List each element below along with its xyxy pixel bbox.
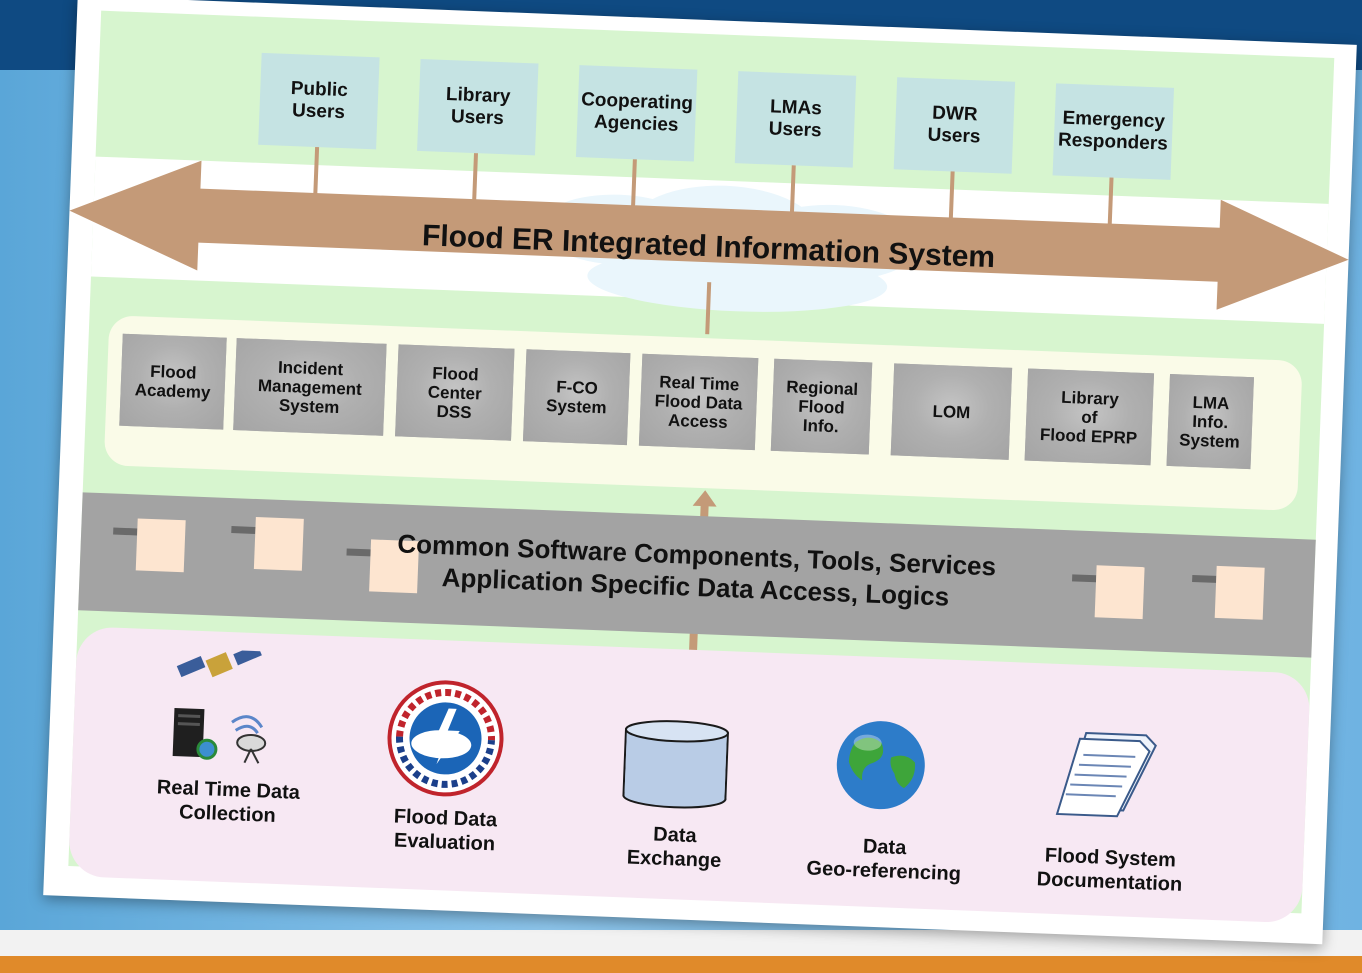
user-box-library: Library Users: [417, 58, 539, 156]
user-box-public: Public Users: [258, 52, 380, 150]
footer-band: [0, 930, 1362, 973]
user-box-agencies: Cooperating Agencies: [575, 65, 698, 162]
data-label-geo-referencing: Data Geo-referencing: [806, 835, 962, 886]
data-label-real-time: Real Time Data Collection: [156, 776, 301, 827]
app-library-flood-eprp: Library of Flood EPRP: [1024, 368, 1155, 466]
data-label-data-exchange: Data Exchange: [626, 823, 722, 873]
national-weather-service-logo: [387, 680, 504, 797]
app-regional-flood-info: Regional Flood Info.: [770, 358, 873, 455]
diagram-slide: Public Users Library Users Cooperating A…: [43, 0, 1357, 945]
app-lom: LOM: [890, 363, 1013, 460]
globe-icon: [836, 721, 925, 810]
app-real-time-flood-data: Real Time Flood Data Access: [638, 353, 759, 451]
app-lma-info-system: LMA Info. System: [1166, 373, 1254, 470]
satellite-server-icon: [172, 647, 267, 764]
app-flood-academy: Flood Academy: [119, 333, 227, 430]
user-box-lmas: LMAs Users: [734, 71, 857, 168]
user-box-emergency: Emergency Responders: [1052, 83, 1175, 180]
documents-icon: [1055, 731, 1157, 818]
database-cylinder-icon: [622, 720, 729, 809]
data-label-documentation: Flood System Documentation: [1036, 844, 1183, 896]
user-box-dwr: DWR Users: [893, 77, 1016, 174]
integration-arrow: [69, 160, 1349, 310]
app-incident-management: Incident Management System: [233, 338, 387, 436]
app-flood-center-dss: Flood Center DSS: [395, 344, 515, 441]
app-fco-system: F-CO System: [522, 349, 631, 446]
data-label-flood-evaluation: Flood Data Evaluation: [393, 805, 498, 856]
